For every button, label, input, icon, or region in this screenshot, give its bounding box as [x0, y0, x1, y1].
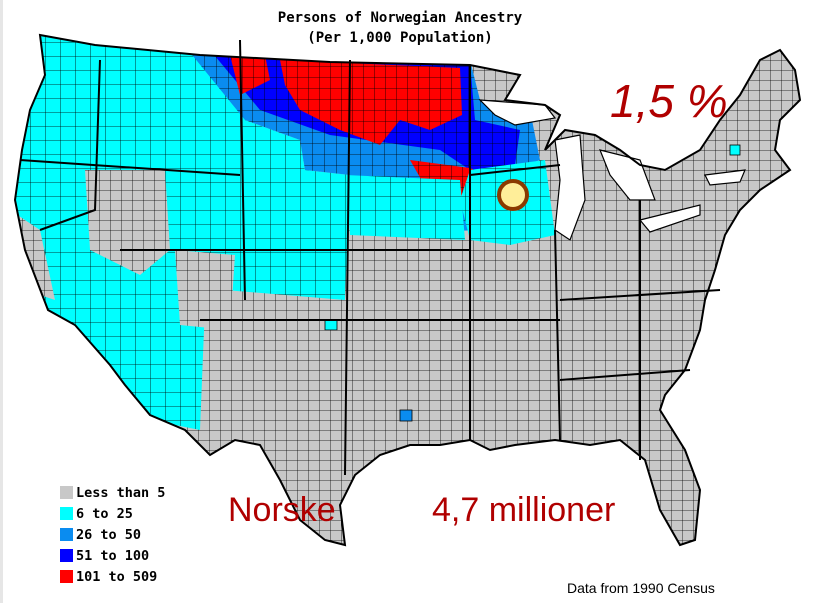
legend-label: 26 to 50 [76, 526, 142, 543]
legend-swatch [60, 570, 73, 583]
overlay-percentage: 1,5 % [610, 75, 728, 127]
state-borders [14, 34, 801, 546]
legend-swatch [60, 549, 73, 562]
marker-dot [497, 179, 529, 211]
overlay-label: Norske [228, 491, 336, 529]
map-title-line2: (Per 1,000 Population) [307, 30, 493, 46]
legend-item: 6 to 25 [60, 503, 165, 524]
overlay-count: 4,7 millioner [432, 491, 616, 529]
legend-item: Less than 5 [60, 482, 165, 503]
legend-item: 101 to 509 [60, 566, 165, 587]
frame-border [0, 0, 3, 603]
legend-swatch [60, 486, 73, 499]
lake-ontario [704, 169, 746, 186]
legend-item: 51 to 100 [60, 545, 165, 566]
lake-huron [599, 149, 656, 201]
lake-erie [638, 204, 701, 233]
map-title: Persons of Norwegian Ancestry (Per 1,000… [230, 8, 570, 48]
map-legend: Less than 5 6 to 25 26 to 50 51 to 100 1… [60, 482, 165, 587]
legend-label: 6 to 25 [76, 505, 133, 522]
legend-label: 51 to 100 [76, 547, 150, 564]
legend-swatch [60, 507, 73, 520]
legend-item: 26 to 50 [60, 524, 165, 545]
source-note: Data from 1990 Census [567, 580, 715, 596]
legend-swatch [60, 528, 73, 541]
legend-label: 101 to 509 [76, 568, 158, 585]
map-title-line1: Persons of Norwegian Ancestry [277, 10, 523, 26]
legend-label: Less than 5 [76, 484, 166, 501]
lake-michigan [554, 134, 586, 241]
